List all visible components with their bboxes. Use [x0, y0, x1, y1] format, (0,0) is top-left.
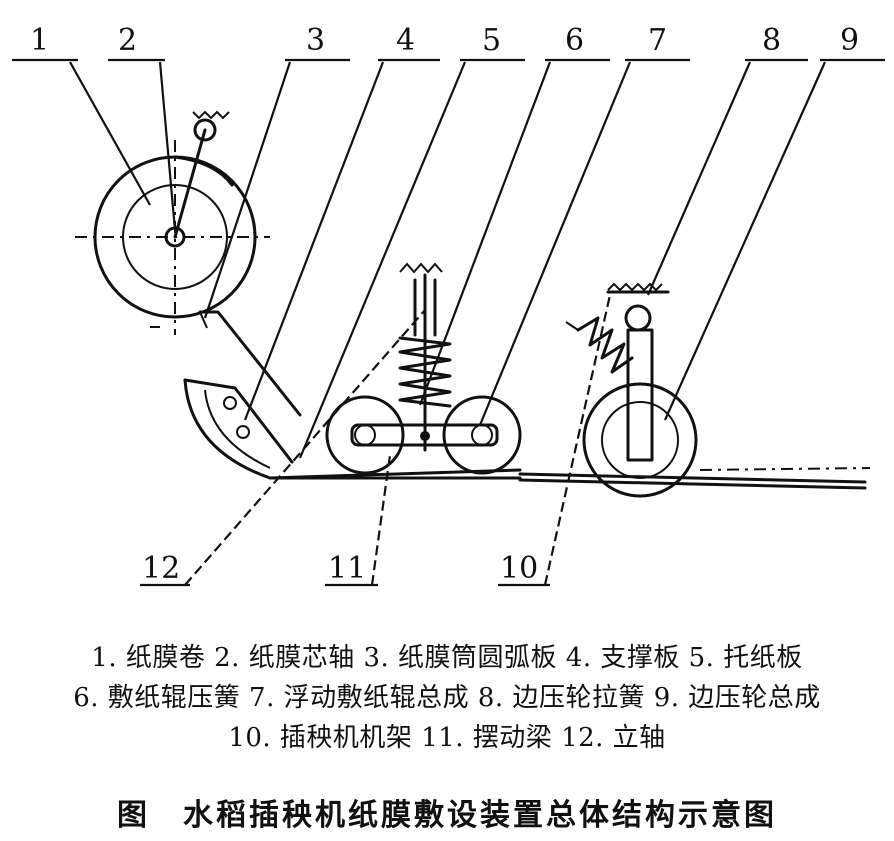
edge-press-wheel — [565, 282, 698, 498]
floating-roller-assembly — [325, 262, 522, 475]
legend-line-2: 6. 敷纸辊压簧 7. 浮动敷纸辊总成 8. 边压轮拉簧 9. 边压轮总成 — [73, 683, 821, 713]
figure-caption: 图 水稻插秧机纸膜敷设装置总体结构示意图 — [117, 798, 777, 833]
label-12: 12 — [142, 551, 180, 586]
label-6: 6 — [565, 23, 584, 58]
mechanism-diagram: 1 2 3 4 5 6 7 8 9 12 11 10 — [12, 23, 885, 587]
label-7: 7 — [648, 23, 667, 58]
legend-line-3: 10. 插秧机机架 11. 摆动梁 12. 立轴 — [228, 723, 666, 753]
label-4: 4 — [396, 23, 415, 58]
label-10: 10 — [500, 551, 538, 586]
label-bars — [12, 58, 885, 587]
paper-film-roll — [75, 110, 302, 417]
legend: 1. 纸膜卷 2. 纸膜芯轴 3. 纸膜筒圆弧板 4. 支撑板 5. 托纸板 6… — [0, 638, 894, 758]
label-1: 1 — [30, 23, 49, 58]
leader-lines — [69, 61, 827, 586]
label-5: 5 — [482, 23, 501, 58]
label-8: 8 — [762, 23, 781, 58]
support-plate — [183, 378, 522, 480]
label-3: 3 — [306, 23, 325, 58]
machine-frame — [150, 326, 871, 490]
label-9: 9 — [840, 23, 859, 58]
label-2: 2 — [118, 23, 137, 58]
legend-line-1: 1. 纸膜卷 2. 纸膜芯轴 3. 纸膜筒圆弧板 4. 支撑板 5. 托纸板 — [91, 643, 803, 673]
label-11: 11 — [328, 551, 366, 586]
